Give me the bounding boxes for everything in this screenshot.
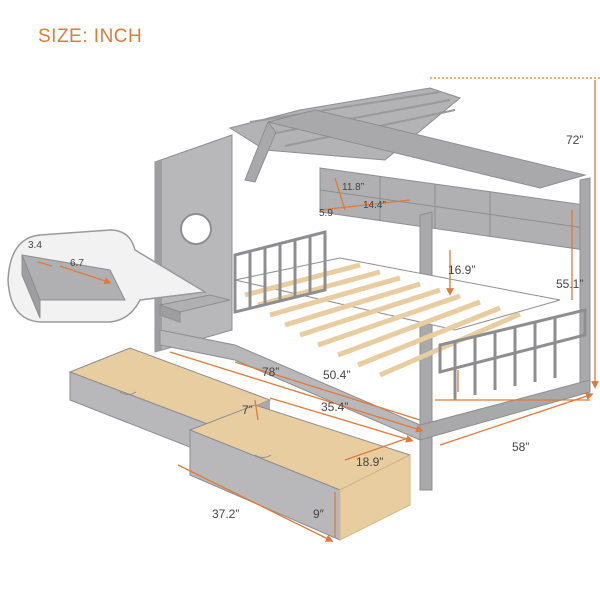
dim-inner-length: 50.4” bbox=[323, 368, 351, 382]
dim-shelf-depth: 5.9 bbox=[319, 208, 333, 219]
dim-drawer-width: 18.9” bbox=[356, 455, 384, 469]
dim-drawer-length: 37.2” bbox=[212, 507, 240, 521]
dim-drawer-height: 9″ bbox=[313, 507, 324, 521]
drawer-right bbox=[188, 404, 412, 541]
size-unit-title: SIZE: INCH bbox=[38, 26, 143, 47]
roof-frame bbox=[228, 87, 587, 189]
dim-height-total: 72” bbox=[566, 133, 584, 147]
bed-slats bbox=[234, 257, 561, 378]
dim-shelf-to-slat: 16.9” bbox=[448, 263, 476, 277]
dimension-lines bbox=[169, 77, 600, 542]
left-guard-rail bbox=[233, 230, 327, 314]
dim-drawer-opening: 35.4” bbox=[321, 400, 349, 414]
headboard-panel bbox=[154, 134, 233, 353]
dim-side-shelf-b: 6.7 bbox=[70, 258, 84, 269]
dim-height-bookshelf: 55.1” bbox=[556, 277, 584, 291]
dim-drawer-inner-height: 7” bbox=[242, 403, 253, 417]
side-shelf-callout bbox=[7, 229, 208, 323]
dim-side-shelf-a: 3.4 bbox=[28, 240, 42, 251]
bottom-rail bbox=[159, 329, 591, 441]
dim-width-bed: 58” bbox=[512, 440, 530, 454]
dim-shelf-width: 14.4” bbox=[363, 200, 386, 211]
dim-length-bed: 78” bbox=[262, 365, 280, 379]
dim-shelf-height: 11.8” bbox=[342, 182, 365, 193]
front-guard-rail bbox=[438, 308, 587, 400]
bookshelf bbox=[319, 167, 586, 251]
side-shelf bbox=[158, 294, 231, 323]
